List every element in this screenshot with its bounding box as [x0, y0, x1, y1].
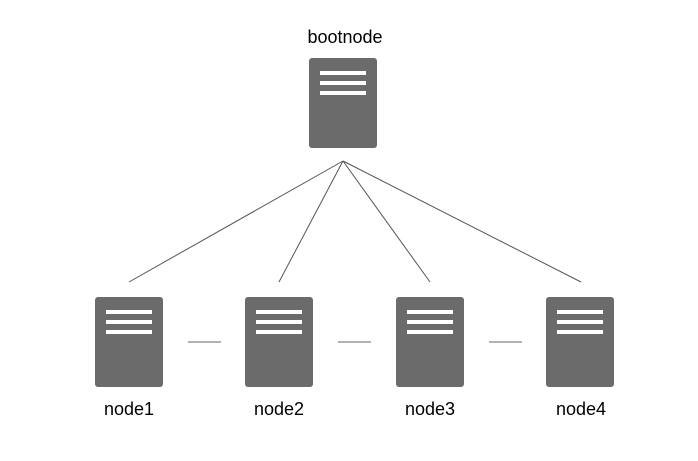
server-bar: [106, 330, 152, 334]
server-bar: [320, 91, 366, 95]
server-icon: [309, 58, 377, 148]
server-bar: [557, 320, 603, 324]
server-bar: [407, 330, 453, 334]
node3-label: node3: [404, 399, 456, 419]
server-bar: [106, 310, 152, 314]
bootnode-label: bootnode: [307, 27, 383, 47]
server-bar: [407, 320, 453, 324]
server-icon: [546, 297, 614, 387]
node4-label: node4: [555, 399, 607, 419]
server-bar: [320, 81, 366, 85]
server-bar: [320, 71, 366, 75]
node2-label: node2: [253, 399, 305, 419]
node1-label: node1: [103, 399, 155, 419]
server-icon: [396, 297, 464, 387]
server-icon: [95, 297, 163, 387]
server-icon: [245, 297, 313, 387]
link-bootnode-node2: [278, 160, 344, 283]
server-bar: [557, 310, 603, 314]
link-bootnode-node3: [342, 160, 431, 283]
server-bar: [256, 330, 302, 334]
link-bootnode-node1: [128, 160, 344, 283]
server-bar: [407, 310, 453, 314]
server-bar: [256, 320, 302, 324]
server-bar: [256, 310, 302, 314]
server-bar: [557, 330, 603, 334]
server-bar: [106, 320, 152, 324]
link-bootnode-node4: [342, 160, 582, 283]
